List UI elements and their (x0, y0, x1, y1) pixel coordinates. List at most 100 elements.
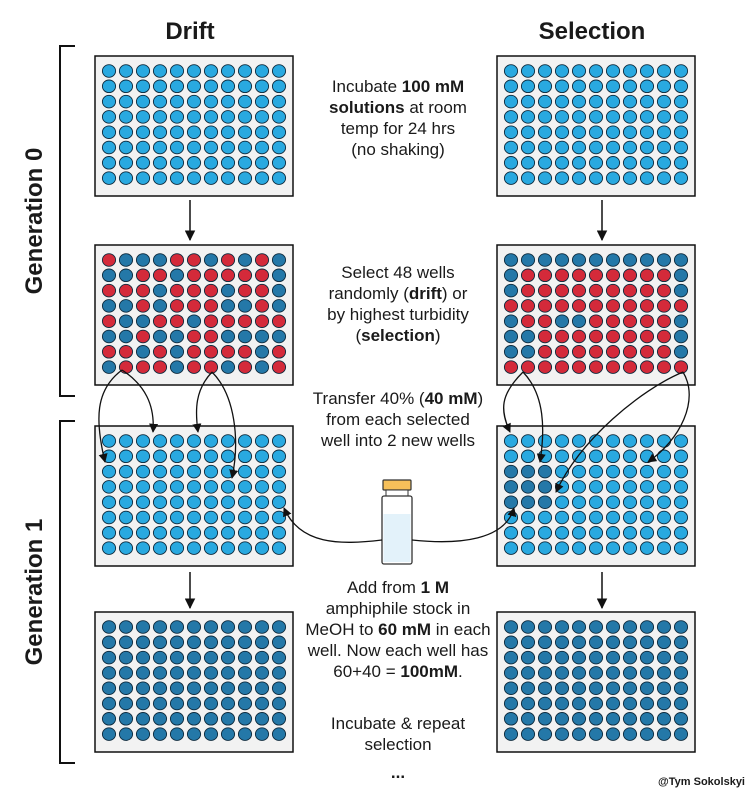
drift-transfer-arrow (192, 371, 213, 433)
well (152, 541, 168, 555)
vial-icon (381, 479, 413, 565)
well (254, 156, 270, 170)
well (537, 727, 553, 741)
well (169, 666, 185, 680)
well (520, 712, 536, 726)
well (271, 696, 287, 711)
well (254, 268, 270, 283)
well (254, 94, 270, 109)
well (101, 620, 117, 634)
well (673, 727, 689, 741)
well (220, 110, 236, 124)
well (152, 666, 168, 680)
well (656, 360, 672, 374)
well (118, 360, 134, 374)
well (271, 620, 287, 634)
well (152, 360, 168, 374)
well-plate-drift-selected (94, 244, 294, 386)
well (588, 283, 604, 298)
well (554, 299, 570, 313)
well (520, 79, 536, 94)
well (203, 541, 219, 555)
well (203, 449, 219, 464)
well (639, 480, 655, 494)
well (622, 360, 638, 374)
well (673, 110, 689, 124)
well (169, 268, 185, 283)
well (503, 635, 519, 650)
well (118, 434, 134, 448)
well (237, 345, 253, 359)
well (152, 329, 168, 344)
well (588, 464, 604, 479)
well (622, 712, 638, 726)
well (186, 727, 202, 741)
well (520, 635, 536, 650)
well (169, 480, 185, 494)
well (520, 510, 536, 525)
well (673, 666, 689, 680)
well (271, 464, 287, 479)
well (639, 64, 655, 78)
well (673, 635, 689, 650)
well (220, 140, 236, 155)
well (588, 110, 604, 124)
well (673, 299, 689, 313)
well (554, 345, 570, 359)
well-plate-selection-gen1 (496, 425, 696, 567)
well (571, 650, 587, 665)
well (118, 299, 134, 313)
well (169, 681, 185, 695)
well (588, 314, 604, 328)
well (152, 299, 168, 313)
well (520, 329, 536, 344)
well (203, 681, 219, 695)
well (588, 64, 604, 78)
well (503, 283, 519, 298)
well (588, 495, 604, 509)
well (118, 696, 134, 711)
well (203, 526, 219, 540)
well (101, 268, 117, 283)
well (622, 480, 638, 494)
generation-0-label: Generation 0 (21, 147, 48, 295)
drift-column-title: Drift (165, 18, 215, 45)
well (254, 64, 270, 78)
well (271, 635, 287, 650)
well (639, 510, 655, 525)
well (622, 329, 638, 344)
well (588, 541, 604, 555)
well (554, 541, 570, 555)
well (605, 64, 621, 78)
well (169, 314, 185, 328)
well (152, 480, 168, 494)
well (605, 268, 621, 283)
well (118, 268, 134, 283)
well (605, 434, 621, 448)
well (622, 464, 638, 479)
selection-transfer-arrow (522, 371, 546, 463)
well (271, 495, 287, 509)
well (520, 299, 536, 313)
well (656, 666, 672, 680)
well (237, 268, 253, 283)
well (271, 329, 287, 344)
well (639, 541, 655, 555)
generation-1-bracket (59, 420, 75, 764)
selection-transfer-arrow (555, 371, 684, 493)
well (186, 495, 202, 509)
well (605, 314, 621, 328)
repeat-step-text: Incubate & repeat selection (330, 714, 466, 754)
well (220, 541, 236, 555)
well (237, 480, 253, 494)
well (135, 510, 151, 525)
transfer-step-text: Transfer 40% (40 mM) from each selected … (312, 389, 484, 450)
drift-transfer-arrow (98, 369, 123, 463)
well (118, 681, 134, 695)
well (203, 94, 219, 109)
well (186, 526, 202, 540)
well (271, 727, 287, 741)
add-stock-step-text: Add from 1 M amphiphile stock in MeOH to… (305, 578, 491, 681)
well (135, 712, 151, 726)
well (520, 666, 536, 680)
